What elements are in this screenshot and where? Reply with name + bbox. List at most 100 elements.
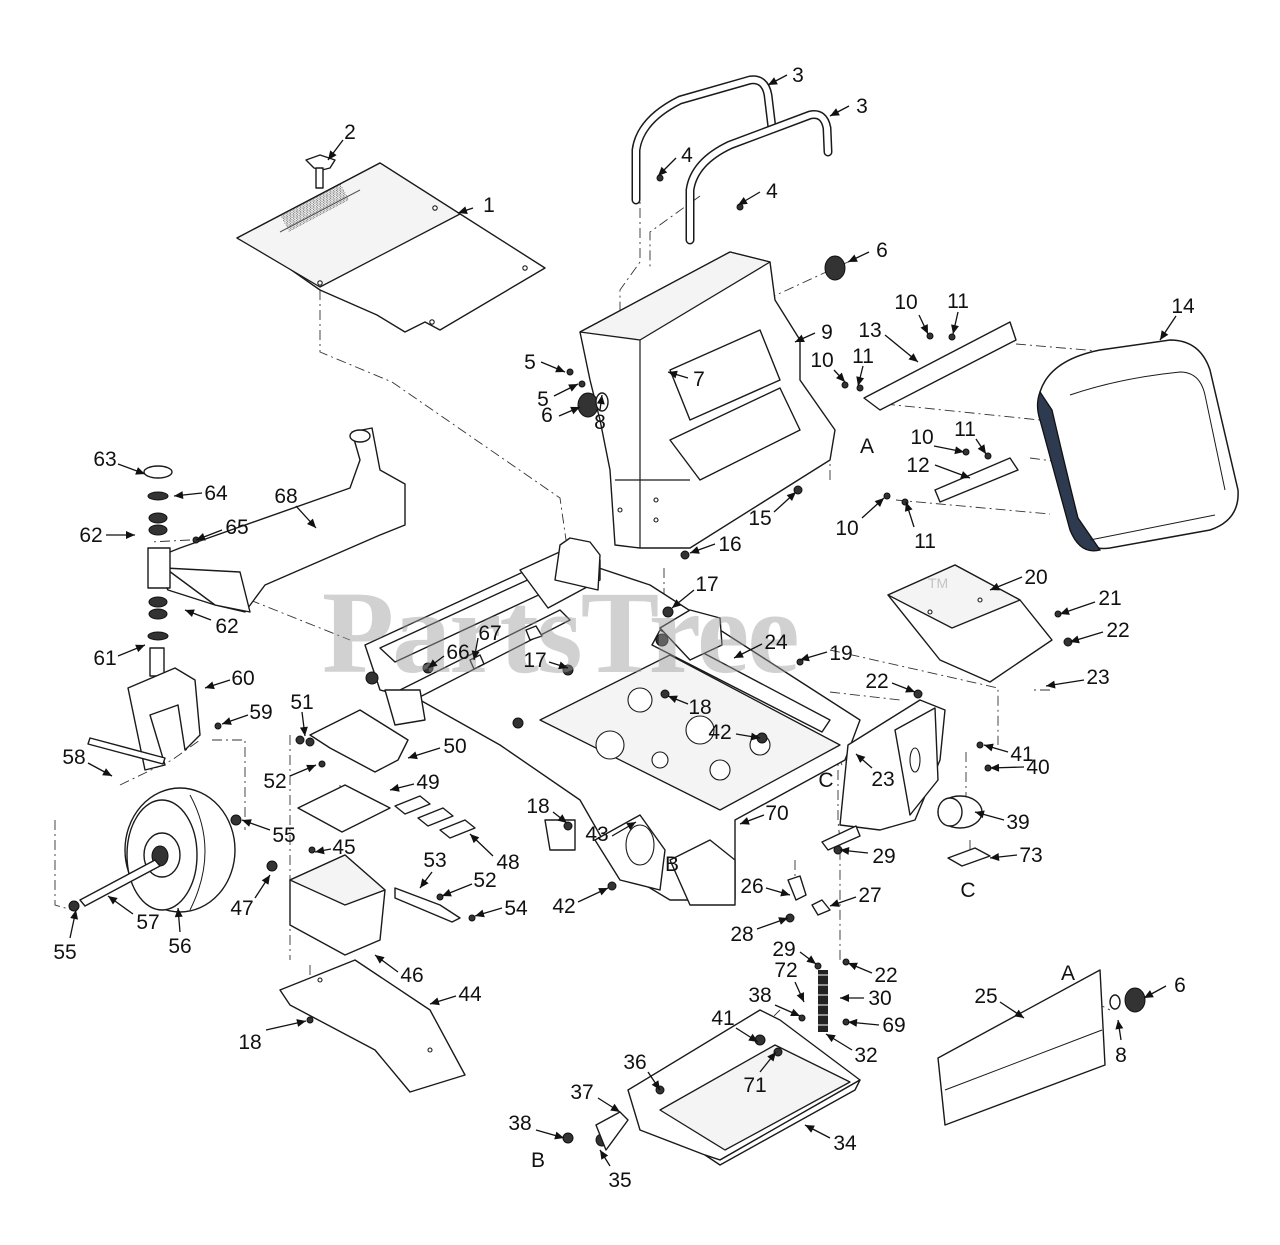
callout-c10c: 10 (910, 426, 965, 455)
callout-number: 53 (423, 849, 446, 872)
callout-number: 19 (829, 642, 852, 665)
callout-number: 39 (1006, 811, 1029, 834)
callout-c11b: 11 (852, 345, 874, 387)
callout-arrowhead (570, 406, 580, 415)
callout-arrowhead (470, 834, 480, 844)
callout-number: 72 (774, 959, 797, 982)
callout-c29a: 29 (839, 845, 896, 868)
roller-bracket (947, 847, 991, 867)
callout-c1: 1 (457, 194, 495, 217)
callout-arrowhead (102, 768, 112, 776)
callout-c13: 13 (858, 319, 919, 363)
callout-c24: 24 (733, 631, 788, 659)
callout-arrowhead (658, 166, 668, 176)
hardware (68, 174, 1073, 1151)
callout-c6a: 6 (541, 404, 581, 427)
callout-arrowhead (778, 917, 788, 925)
callout-c37: 37 (570, 1081, 621, 1113)
callout-c12: 12 (906, 454, 971, 479)
footrest-panel (937, 969, 1106, 1126)
callout-number: 58 (62, 746, 85, 769)
callout-arrowhead (734, 650, 744, 658)
callout-arrowhead (626, 822, 636, 830)
callout-number: 18 (238, 1031, 261, 1054)
callout-c8b: 8 (1115, 1019, 1127, 1067)
callout-c15: 15 (748, 491, 797, 530)
rear-side-bracket (839, 699, 946, 831)
callout-number: 23 (1086, 666, 1109, 689)
callout-arrowhead (954, 446, 964, 455)
callout-c70: 70 (739, 802, 789, 825)
callout-number: 36 (623, 1051, 646, 1074)
callout-arrowhead (840, 846, 850, 855)
callout-c34: 34 (804, 1124, 857, 1155)
callout-arrowhead (767, 1052, 776, 1062)
callout-c64: 64 (173, 482, 228, 505)
callout-c11a: 11 (947, 290, 969, 335)
callout-c38a: 38 (748, 984, 801, 1017)
callout-c62a: 62 (79, 524, 135, 547)
callout-number: 9 (821, 321, 833, 344)
callout-arrowhead (800, 653, 810, 662)
callout-arrowhead (977, 444, 986, 454)
callout-number: 4 (766, 180, 778, 203)
callout-arrowhead (174, 491, 184, 500)
reference-letter-lC1: C (818, 769, 833, 792)
callout-number: 40 (1026, 756, 1049, 779)
seat-bracket-lower (934, 457, 1019, 503)
callout-c36: 36 (623, 1051, 661, 1091)
callout-number: 11 (954, 418, 976, 441)
callout-number: 5 (537, 388, 549, 411)
callout-c53: 53 (419, 849, 447, 889)
callout-arrowhead (1060, 607, 1070, 615)
callout-number: 4 (681, 144, 693, 167)
callout-arrowhead (806, 955, 816, 964)
callout-c68: 68 (274, 485, 317, 529)
callout-number: 54 (504, 897, 528, 920)
callout-arrowhead (390, 783, 400, 792)
callout-number: 30 (868, 987, 891, 1010)
callout-c39: 39 (974, 810, 1030, 834)
callout-arrowhead (1160, 330, 1169, 340)
callout-arrowhead (904, 502, 913, 512)
callout-c55a: 55 (241, 819, 296, 847)
callout-number: 20 (1024, 566, 1047, 589)
callout-c65: 65 (195, 516, 249, 541)
callout-arrowhead (990, 582, 1000, 591)
callout-number: 10 (910, 426, 933, 449)
callout-number: 66 (446, 641, 469, 664)
callout-number: 55 (53, 941, 76, 964)
callout-c66: 66 (427, 641, 470, 669)
callout-number: 48 (496, 851, 519, 874)
callout-c23a: 23 (1045, 666, 1110, 689)
callout-number: 44 (458, 983, 482, 1006)
handle-bars (631, 75, 833, 245)
callout-number: 62 (215, 615, 238, 638)
callout-number: 15 (748, 507, 771, 530)
callout-c21: 21 (1059, 587, 1122, 615)
callout-number: 1 (483, 194, 495, 217)
callout-number: 17 (523, 649, 546, 672)
callout-arrowhead (748, 1033, 758, 1042)
callout-number: 8 (594, 411, 606, 434)
callout-arrowhead (1144, 990, 1154, 998)
callout-arrowhead (261, 875, 270, 885)
callout-c22b: 22 (865, 670, 916, 693)
callout-number: 7 (693, 368, 705, 391)
callout-arrowhead (555, 364, 565, 373)
callout-c54: 54 (474, 897, 528, 920)
front-axle-arm (149, 427, 406, 613)
callout-c56: 56 (168, 907, 192, 958)
callout-c18a: 18 (667, 695, 712, 719)
callout-arrowhead (848, 254, 858, 262)
battery-spacers (394, 795, 476, 839)
callout-number: 68 (274, 485, 297, 508)
callout-c57: 57 (107, 895, 160, 934)
callout-arrowhead (830, 899, 840, 907)
callout-arrowhead (672, 599, 682, 608)
callout-c5b: 5 (537, 383, 579, 411)
watermark-text: PartsTree (322, 567, 798, 698)
callout-number: 5 (524, 351, 536, 374)
callout-arrowhead (905, 684, 915, 693)
